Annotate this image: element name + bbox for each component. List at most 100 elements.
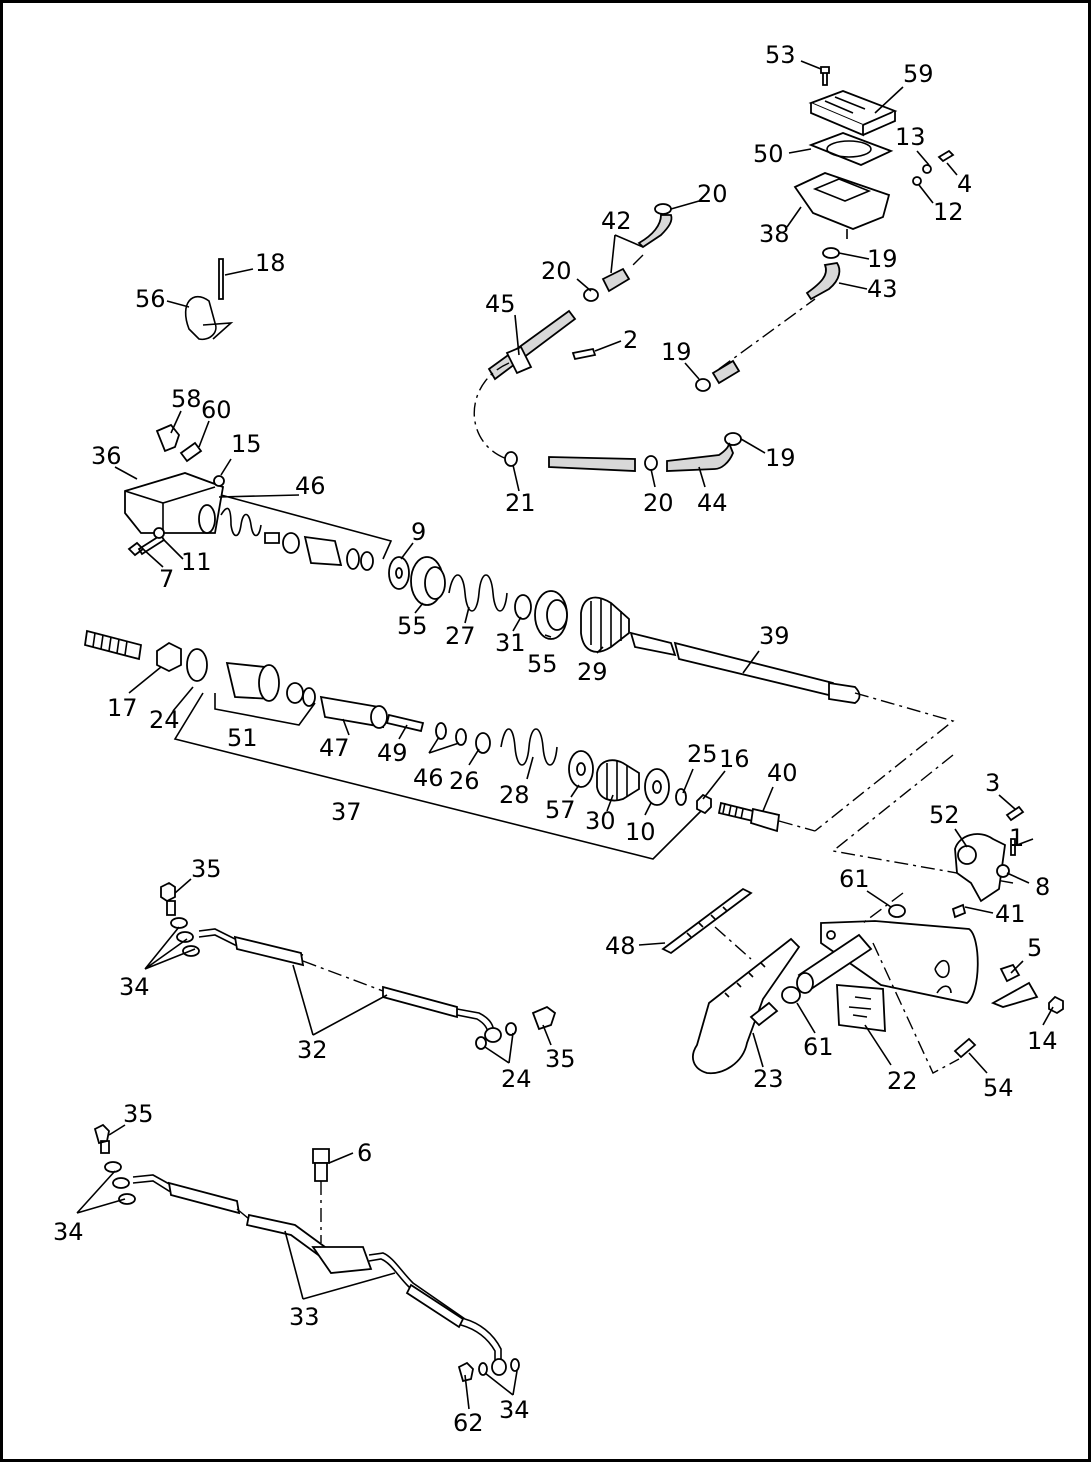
reservoir-diaphragm [808,132,894,166]
callout-52: 52 [929,801,960,829]
callout-19: 19 [765,444,796,472]
callout-26: 26 [449,767,480,795]
banjo-fitting [155,423,203,463]
brake-line [132,1174,507,1376]
callout-labels: 1 2 3 4 5 6 7 8 9 10 11 12 13 14 15 16 1… [53,41,1058,1437]
callout-57: 57 [545,796,576,824]
seal-ring [435,722,491,754]
pivot-bushing [781,904,906,1004]
callout-25: 25 [687,740,718,768]
washer [644,768,670,806]
nut-retainer [675,788,712,815]
brake-pedal [692,937,801,1075]
pedal-hardware [951,805,1064,1059]
hose-clamp [504,203,840,471]
callout-51: 51 [227,724,258,752]
crush-washer [170,917,517,1050]
callout-46: 46 [295,472,326,500]
primary-cup [410,556,568,640]
bracket-line [214,693,316,726]
hose-fitting-screw [505,345,597,375]
callout-60: 60 [201,396,232,424]
callout-14: 14 [1027,1027,1058,1055]
master-cylinder-body [124,472,225,534]
callout-33: 33 [289,1303,320,1331]
callout-24: 24 [501,1065,532,1093]
callout-30: 30 [585,807,616,835]
callout-20: 20 [697,180,728,208]
callout-20: 20 [541,257,572,285]
tee-bolt [312,1148,330,1182]
callout-12: 12 [933,198,964,226]
callout-35: 35 [545,1045,576,1073]
callout-35: 35 [123,1100,154,1128]
callout-8: 8 [1035,873,1050,901]
callout-50: 50 [753,140,784,168]
callout-34: 34 [53,1218,84,1246]
callout-61: 61 [839,865,870,893]
callout-7: 7 [159,565,174,593]
callout-10: 10 [625,818,656,846]
callout-43: 43 [867,275,898,303]
callout-53: 53 [765,41,796,69]
callout-42: 42 [601,207,632,235]
callout-39: 39 [759,622,790,650]
callout-18: 18 [255,249,286,277]
callout-40: 40 [767,759,798,787]
callout-35: 35 [191,855,222,883]
piston-spring-stack [220,507,374,571]
callout-48: 48 [605,932,636,960]
return-spring [448,574,532,620]
crush-washer [104,1161,520,1376]
banjo-bolt [93,1123,474,1383]
callout-32: 32 [297,1036,328,1064]
callout-4: 4 [957,170,972,198]
callout-28: 28 [499,781,530,809]
brake-decal [836,984,886,1033]
washer [388,556,410,590]
callout-6: 6 [357,1139,372,1167]
callout-23: 23 [753,1065,784,1093]
callout-3: 3 [985,769,1000,797]
callout-11: 11 [181,548,212,576]
callout-46: 46 [413,764,444,792]
leader-lines [76,60,1054,1410]
brake-line [198,928,502,1043]
assembly-line [778,692,1014,884]
callout-9: 9 [411,518,426,546]
callout-47: 47 [319,734,350,762]
reservoir-screws-washers [912,149,955,186]
callout-62: 62 [453,1409,484,1437]
callout-36: 36 [91,442,122,470]
master-cylinder-reservoir [793,172,891,239]
callout-54: 54 [983,1074,1014,1102]
callout-55: 55 [397,612,428,640]
assembly-line [236,1181,322,1243]
dust-boot [596,759,640,802]
mounting-bolt [127,527,166,557]
callout-38: 38 [759,220,790,248]
callout-24: 24 [149,706,180,734]
assembly-line [714,892,960,1074]
return-spring [500,728,558,766]
locknut [156,641,208,682]
callout-5: 5 [1027,934,1042,962]
callout-59: 59 [903,60,934,88]
callout-55: 55 [527,650,558,678]
callout-45: 45 [485,290,516,318]
callout-16: 16 [719,745,750,773]
clevis-pin-retainer [184,258,234,341]
callout-13: 13 [895,123,926,151]
callout-49: 49 [377,739,408,767]
pedal-bracket [954,833,1006,903]
assembly-line [302,960,384,992]
hose-routing-line [473,254,816,460]
exploded-parts-diagram: 1 2 3 4 5 6 7 8 9 10 11 12 13 14 15 16 1… [53,41,1064,1437]
callout-41: 41 [995,900,1026,928]
bracket-line [220,494,393,560]
clevis-rod [717,801,780,833]
bracket-line [173,692,710,860]
spring-seat [568,750,594,788]
banjo-bolt [160,881,557,1031]
callout-15: 15 [231,430,262,458]
